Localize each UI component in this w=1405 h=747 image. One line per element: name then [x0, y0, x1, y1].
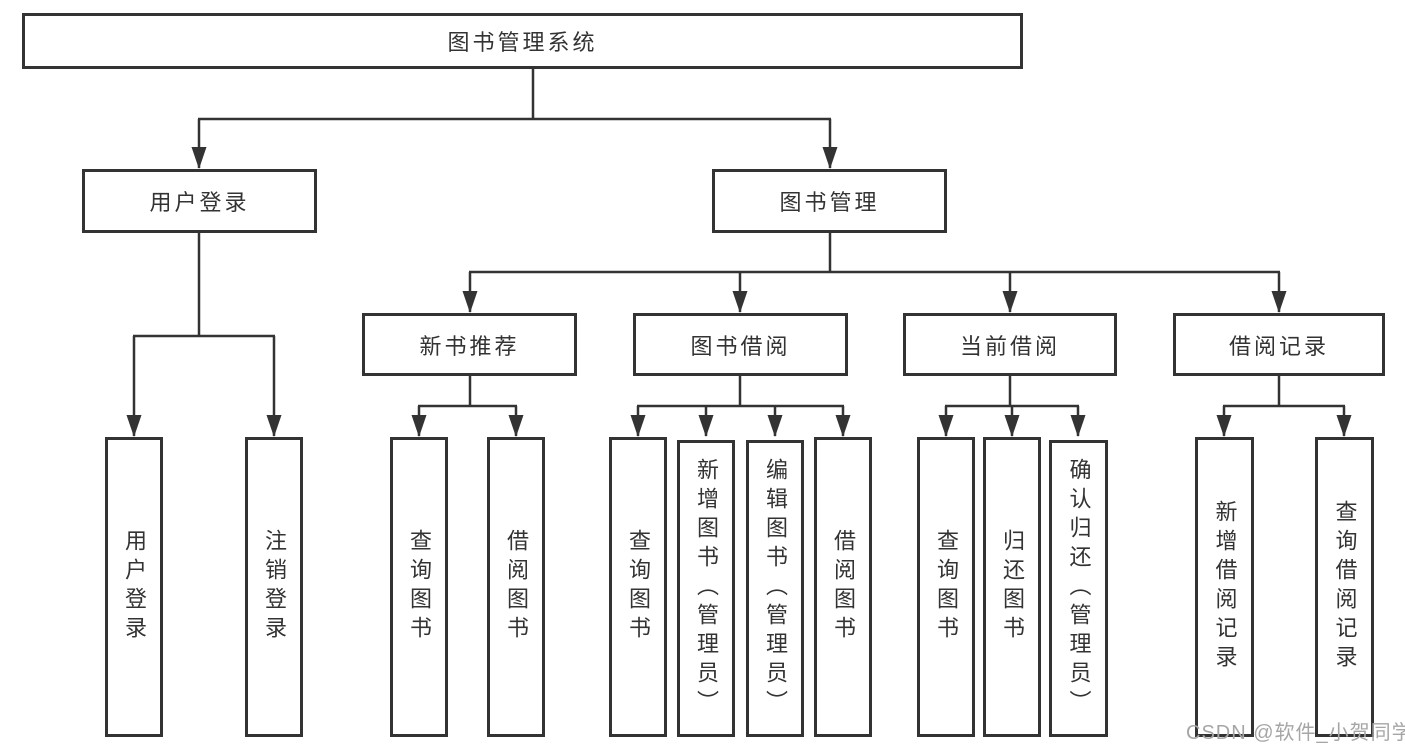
leaf-edit-book-admin: 编辑图书（管理员）	[746, 440, 804, 737]
leaf-query-books-current-label: 查询图书	[934, 529, 959, 645]
leaf-return-book: 归还图书	[983, 437, 1041, 737]
node-root: 图书管理系统	[22, 13, 1023, 69]
node-borrow-records: 借阅记录	[1173, 313, 1385, 376]
node-book-management: 图书管理	[712, 169, 947, 233]
leaf-query-books-current: 查询图书	[917, 437, 975, 737]
node-book-borrow: 图书借阅	[633, 313, 848, 376]
node-root-label: 图书管理系统	[447, 30, 598, 55]
leaf-query-books-borrow: 查询图书	[609, 437, 667, 737]
leaf-logout-label: 注销登录	[262, 529, 287, 645]
node-user-login-label: 用户登录	[149, 190, 250, 215]
node-borrow-records-label: 借阅记录	[1228, 333, 1329, 359]
leaf-borrow-books-borrow: 借阅图书	[814, 437, 872, 737]
leaf-user-login: 用户登录	[105, 437, 163, 737]
leaf-query-books-recommend: 查询图书	[390, 437, 448, 737]
leaf-borrow-books-borrow-label: 借阅图书	[831, 529, 856, 645]
node-user-login: 用户登录	[82, 169, 317, 233]
node-current-borrow: 当前借阅	[903, 313, 1117, 376]
node-book-management-label: 图书管理	[779, 190, 880, 215]
node-book-borrow-label: 图书借阅	[690, 333, 791, 359]
node-current-borrow-label: 当前借阅	[959, 333, 1060, 359]
leaf-logout: 注销登录	[245, 437, 303, 737]
leaf-edit-book-admin-label: 编辑图书（管理员）	[763, 458, 788, 719]
leaf-add-book-admin: 新增图书（管理员）	[677, 440, 735, 737]
leaf-borrow-books-recommend: 借阅图书	[487, 437, 545, 737]
leaf-query-books-borrow-label: 查询图书	[626, 529, 651, 645]
leaf-add-book-admin-label: 新增图书（管理员）	[694, 458, 719, 719]
leaf-user-login-label: 用户登录	[122, 529, 147, 645]
leaf-query-borrow-record: 查询借阅记录	[1315, 437, 1374, 737]
leaf-add-borrow-record: 新增借阅记录	[1195, 437, 1254, 737]
leaf-confirm-return-admin-label: 确认归还（管理员）	[1066, 458, 1092, 719]
leaf-add-borrow-record-label: 新增借阅记录	[1212, 500, 1238, 674]
node-new-book-recommend: 新书推荐	[362, 313, 577, 376]
csdn-watermark: CSDN @软件_小贺同学	[1186, 722, 1405, 744]
node-new-book-recommend-label: 新书推荐	[419, 333, 520, 359]
leaf-confirm-return-admin: 确认归还（管理员）	[1049, 440, 1108, 737]
leaf-query-borrow-record-label: 查询借阅记录	[1332, 500, 1358, 674]
leaf-query-books-recommend-label: 查询图书	[407, 529, 432, 645]
leaf-return-book-label: 归还图书	[1000, 529, 1025, 645]
leaf-borrow-books-recommend-label: 借阅图书	[504, 529, 529, 645]
